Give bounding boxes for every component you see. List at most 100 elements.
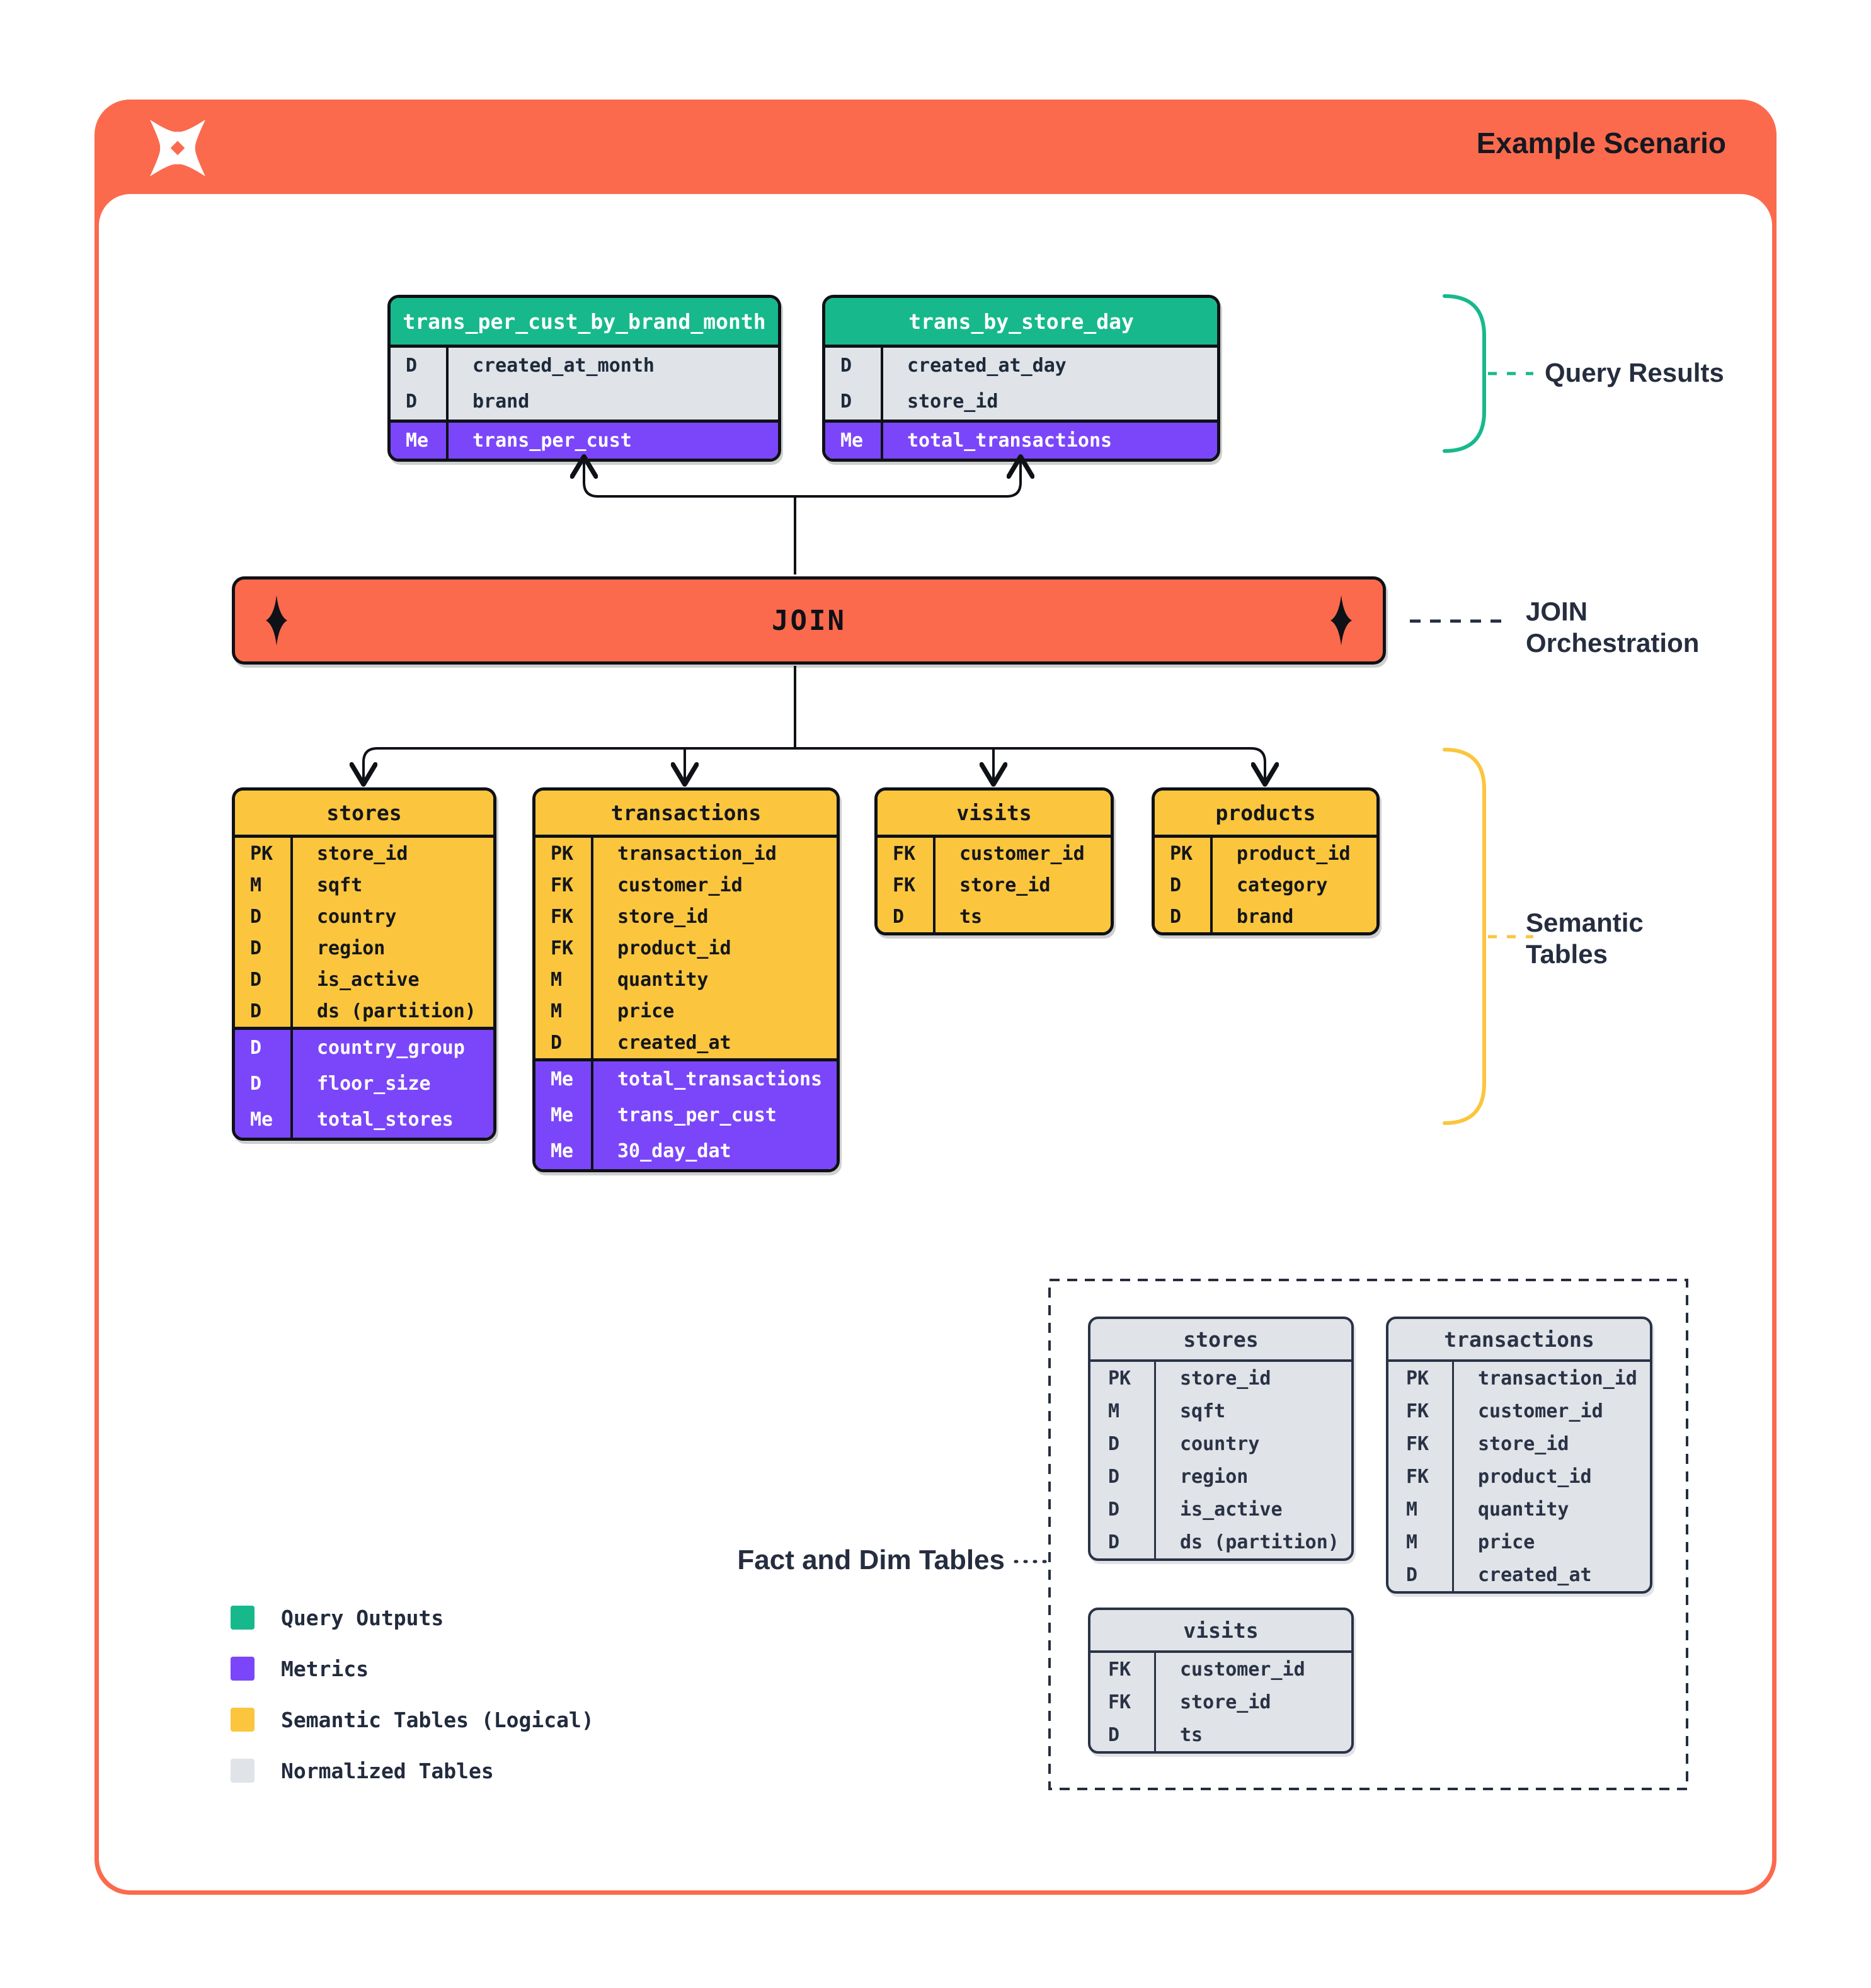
table-title: trans_per_cust_by_brand_month	[391, 298, 778, 348]
row-key: M	[1388, 1493, 1454, 1526]
row-field: product_id	[1237, 842, 1351, 865]
row-field: brand	[1237, 905, 1294, 928]
row-field: price	[617, 1000, 675, 1022]
legend-item: Normalized Tables	[231, 1758, 594, 1783]
row-field: store_id	[617, 905, 709, 928]
row-field: product_id	[1478, 1465, 1592, 1488]
row-field: ts	[959, 905, 983, 928]
semantic-tables-label: Semantic Tables	[1526, 908, 1644, 969]
row-key: Me	[535, 1061, 593, 1097]
row-key: Me	[391, 423, 449, 459]
row-field: sqft	[317, 874, 363, 896]
row-key: D	[235, 932, 293, 964]
row-field: transaction_id	[1478, 1367, 1637, 1390]
row-key: FK	[535, 932, 593, 964]
legend-item: Semantic Tables (Logical)	[231, 1707, 594, 1732]
row-field: customer_id	[959, 842, 1085, 865]
row-key: D	[1155, 901, 1213, 932]
row-key: D	[1155, 869, 1213, 901]
row-key: FK	[535, 901, 593, 932]
row-key: D	[391, 348, 449, 384]
row-key: D	[1090, 1718, 1156, 1751]
sparkle-icon	[266, 595, 287, 646]
row-key: Me	[235, 1102, 293, 1138]
row-key: FK	[878, 869, 936, 901]
row-key: PK	[535, 838, 593, 869]
row-key: D	[235, 901, 293, 932]
row-key: M	[535, 995, 593, 1027]
row-field: category	[1237, 874, 1328, 896]
row-field: product_id	[617, 937, 731, 959]
row-key: D	[235, 1066, 293, 1102]
table-title: stores	[1090, 1319, 1351, 1362]
row-field: brand	[472, 391, 530, 413]
legend-label: Semantic Tables (Logical)	[281, 1707, 594, 1732]
row-key: D	[1090, 1526, 1156, 1558]
row-field: region	[1180, 1465, 1249, 1488]
row-field: store_id	[1180, 1691, 1271, 1713]
row-field: sqft	[1180, 1400, 1226, 1422]
row-field: store_id	[1478, 1432, 1569, 1455]
legend-swatch-icon	[231, 1606, 255, 1630]
row-key: PK	[1388, 1362, 1454, 1395]
row-key: M	[235, 869, 293, 901]
row-key: Me	[825, 423, 883, 459]
row-key: D	[391, 384, 449, 420]
row-field: created_at	[1478, 1563, 1592, 1586]
table-row: Me trans_per_cust	[391, 423, 778, 459]
legend-label: Metrics	[281, 1656, 369, 1681]
legend-item: Query Outputs	[231, 1605, 594, 1630]
table-title: products	[1155, 791, 1376, 838]
row-field: quantity	[1478, 1498, 1569, 1521]
row-field: ds (partition)	[317, 1000, 476, 1022]
row-field: store_id	[907, 391, 998, 413]
row-field: is_active	[317, 968, 420, 991]
row-key: D	[825, 348, 883, 384]
row-key: D	[878, 901, 936, 932]
row-field: floor_size	[317, 1073, 431, 1095]
row-key: D	[235, 1030, 293, 1066]
row-field: total_stores	[317, 1109, 454, 1131]
table-title: visits	[1090, 1610, 1351, 1653]
table-title: stores	[235, 791, 493, 838]
legend-item: Metrics	[231, 1656, 594, 1681]
row-field: trans_per_cust	[472, 430, 632, 452]
join-label: JOIN	[772, 604, 846, 637]
row-field: created_at_day	[907, 355, 1067, 377]
legend-label: Normalized Tables	[281, 1758, 494, 1783]
table-title: trans_by_store_day	[825, 298, 1217, 348]
row-field: store_id	[1180, 1367, 1271, 1390]
